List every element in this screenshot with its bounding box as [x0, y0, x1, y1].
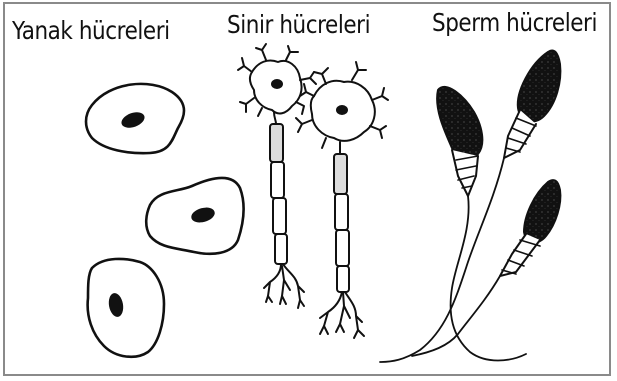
cheek-cell [146, 178, 243, 254]
nerve-cell [296, 62, 388, 338]
sperm-cell [412, 180, 560, 356]
cheek-cell [88, 259, 164, 357]
cheek-cell [86, 84, 184, 153]
